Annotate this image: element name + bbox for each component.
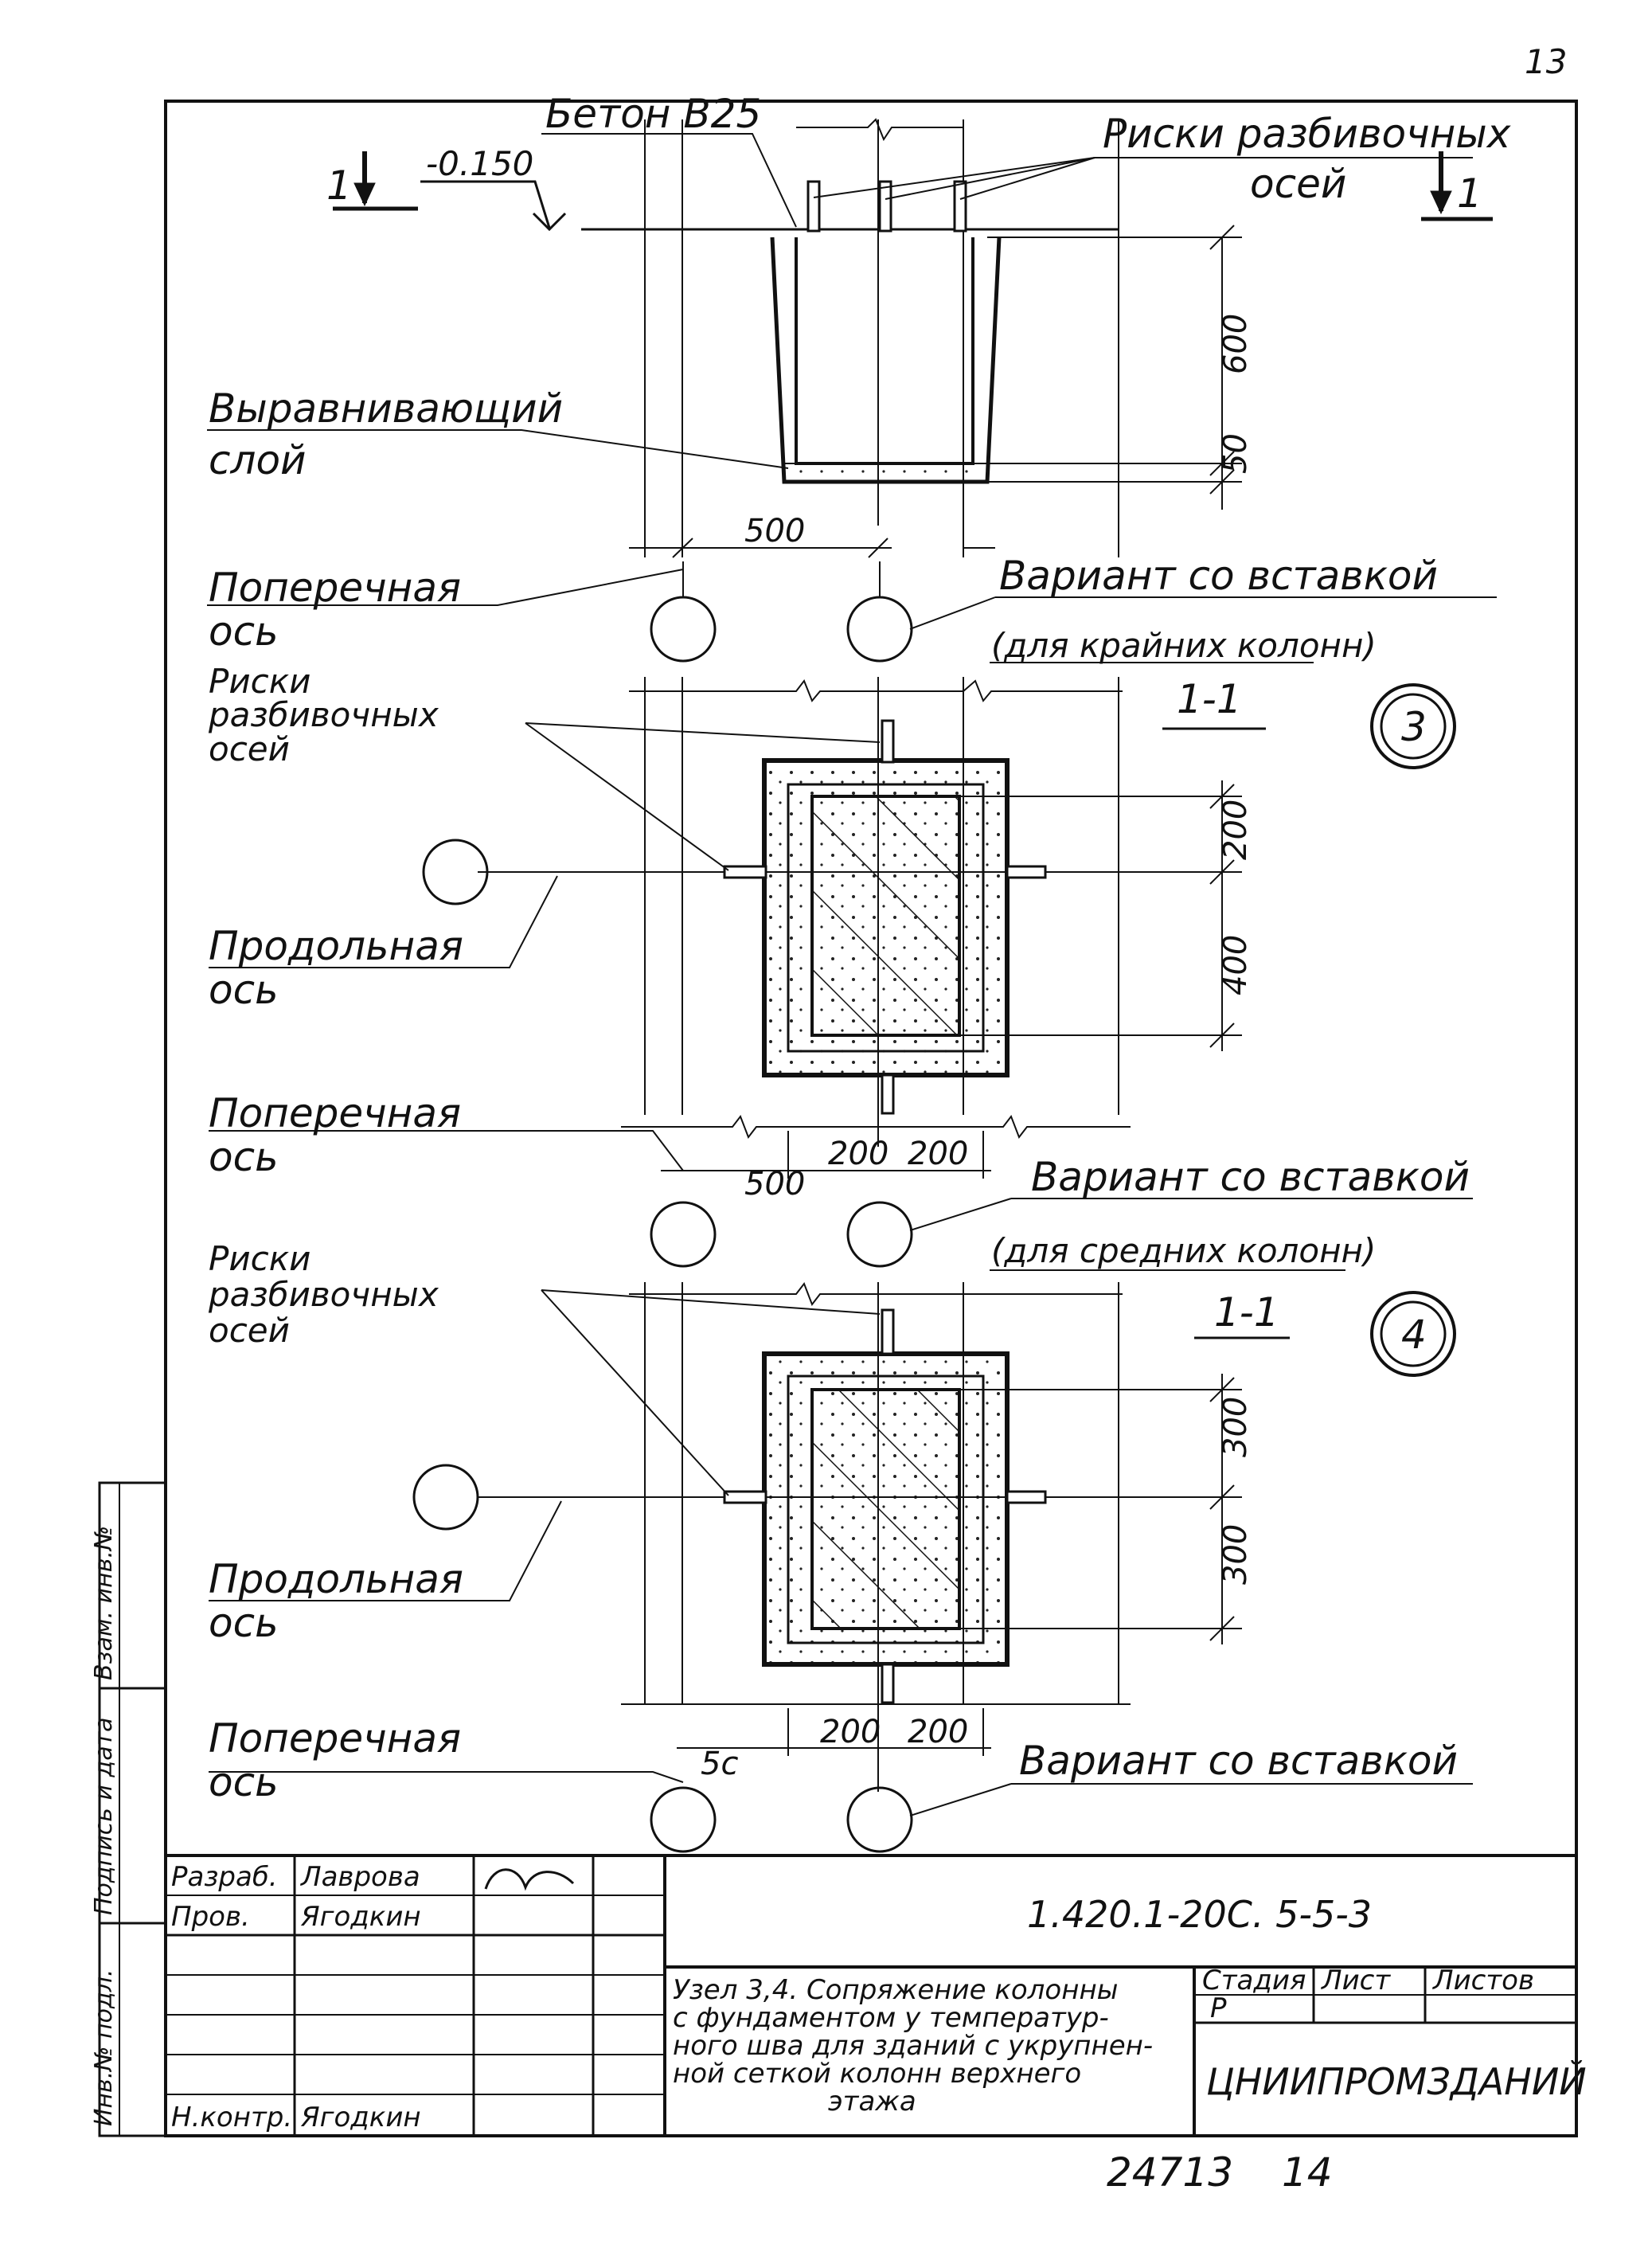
tb-code: 1.420.1-20С. 5-5-3 bbox=[1027, 1893, 1372, 1936]
page-number: 13 bbox=[1525, 42, 1567, 81]
risks-label: Риски разбивочных bbox=[1103, 111, 1511, 157]
section-3-labels: 1-1 3 Риски разбивочных осей Продольная … bbox=[208, 662, 1470, 1270]
tb-stage-value: Р bbox=[1210, 1992, 1227, 2024]
tb-row1-role: Разраб. bbox=[171, 1861, 278, 1893]
tb-desc-4: ной сеткой колонн верхнего bbox=[673, 2058, 1081, 2090]
bottom-note-1: 24713 bbox=[1107, 2149, 1233, 2196]
section-4-labels: 1-1 4 Риски разбивочных осей Продольная … bbox=[208, 1239, 1458, 1805]
dim-3-200: 200 bbox=[1217, 800, 1254, 860]
title-block-text: Разраб. Лаврова Пров. Ягодкин Н.контр. Я… bbox=[171, 1861, 1587, 2133]
dim-50: 50 bbox=[1217, 433, 1254, 474]
dim-600: 600 bbox=[1217, 314, 1254, 374]
tb-stage-header: Стадия bbox=[1202, 1965, 1306, 1996]
tb-desc-3: ного шва для зданий с укрупнен- bbox=[673, 2030, 1153, 2062]
node-3-number: 3 bbox=[1401, 704, 1427, 750]
section-mark-right: 1 bbox=[1457, 170, 1482, 217]
sheet-frame bbox=[164, 100, 1578, 2137]
side-sign-date: Подпись и дата bbox=[90, 1718, 118, 1916]
variant-label: Вариант со вставкой bbox=[999, 553, 1438, 599]
tb-organization: ЦНИИПРОМЗДАНИЙ bbox=[1206, 2060, 1587, 2103]
tb-desc-5: этажа bbox=[828, 2086, 916, 2117]
cross-axis-3-label-2: ось bbox=[209, 1134, 279, 1180]
risks-4-label-3: осей bbox=[209, 1311, 290, 1350]
dim-4-500: 5с bbox=[701, 1746, 738, 1782]
concrete-label: Бетон В25 bbox=[545, 91, 761, 137]
long-axis-3-label: Продольная bbox=[209, 923, 463, 969]
dim-4-300b: 300 bbox=[1217, 1524, 1254, 1585]
title-block bbox=[166, 1854, 1576, 2136]
tb-sheets-header: Листов bbox=[1431, 1965, 1534, 1996]
cross-axis-label-2: ось bbox=[209, 608, 279, 655]
tb-desc-1: Узел 3,4. Сопряжение колонны bbox=[673, 1974, 1119, 2006]
variant-note: (для крайних колонн) bbox=[991, 626, 1377, 665]
level-mark: -0.150 bbox=[426, 144, 533, 183]
side-replace-inv: Взам. инв.№ bbox=[90, 1526, 118, 1680]
cross-axis-4-label-2: ось bbox=[209, 1759, 279, 1805]
section-4-plan bbox=[209, 1281, 1473, 1853]
tb-row7-name: Ягодкин bbox=[300, 2102, 421, 2133]
section-4-title: 1-1 bbox=[1214, 1289, 1279, 1335]
variant-3-note: (для средних колонн) bbox=[991, 1231, 1376, 1270]
cross-axis-3-label: Поперечная bbox=[209, 1090, 461, 1136]
dim-3-w1: 200 bbox=[828, 1136, 888, 1172]
risks-4-label: Риски bbox=[209, 1239, 310, 1278]
dim-4-w2: 200 bbox=[908, 1714, 968, 1750]
risks-4-label-2: разбивочных bbox=[208, 1275, 439, 1314]
tb-row2-name: Ягодкин bbox=[300, 1901, 421, 1933]
risks-3-label-2: разбивочных bbox=[208, 695, 439, 734]
dim-4-w1: 200 bbox=[820, 1714, 881, 1750]
risks-label-2: осей bbox=[1250, 161, 1346, 207]
leveling-label: Выравнивающий bbox=[209, 385, 563, 432]
cross-axis-4-label: Поперечная bbox=[209, 1715, 461, 1762]
side-inv-no: Инв.№ подл. bbox=[90, 1969, 118, 2126]
variant-4-label: Вариант со вставкой bbox=[1019, 1738, 1458, 1784]
bottom-note-2: 14 bbox=[1282, 2149, 1333, 2196]
variant-3-label: Вариант со вставкой bbox=[1031, 1154, 1470, 1200]
top-view-labels: Бетон В25 -0.150 1 1 Риски разбивочных о… bbox=[209, 91, 1511, 665]
cross-axis-label: Поперечная bbox=[209, 565, 461, 611]
tb-desc-2: с фундаментом у температур- bbox=[673, 2002, 1109, 2034]
section-mark-left: 1 bbox=[326, 162, 352, 209]
risks-3-label-3: осей bbox=[209, 729, 290, 768]
section-3-plan bbox=[209, 677, 1473, 1271]
risks-3-label: Риски bbox=[209, 662, 310, 701]
top-elevation-view bbox=[207, 118, 1497, 663]
dim-4-300a: 300 bbox=[1217, 1397, 1254, 1457]
long-axis-4-label-2: ось bbox=[209, 1600, 279, 1646]
section-3-title: 1-1 bbox=[1177, 676, 1242, 722]
tb-row7-role: Н.контр. bbox=[171, 2102, 292, 2133]
tb-row1-name: Лаврова bbox=[299, 1861, 420, 1893]
dim-500: 500 bbox=[744, 513, 805, 549]
side-stamp bbox=[98, 1481, 167, 2137]
long-axis-3-label-2: ось bbox=[209, 967, 279, 1013]
node-4-number: 4 bbox=[1401, 1312, 1427, 1358]
tb-row2-role: Пров. bbox=[171, 1901, 250, 1933]
tb-sheet-header: Лист bbox=[1320, 1965, 1391, 1996]
dim-3-500: 500 bbox=[744, 1166, 805, 1202]
long-axis-4-label: Продольная bbox=[209, 1556, 463, 1602]
dim-3-400: 400 bbox=[1217, 935, 1254, 995]
dim-3-w2: 200 bbox=[908, 1136, 968, 1172]
leveling-label-2: слой bbox=[209, 437, 307, 483]
